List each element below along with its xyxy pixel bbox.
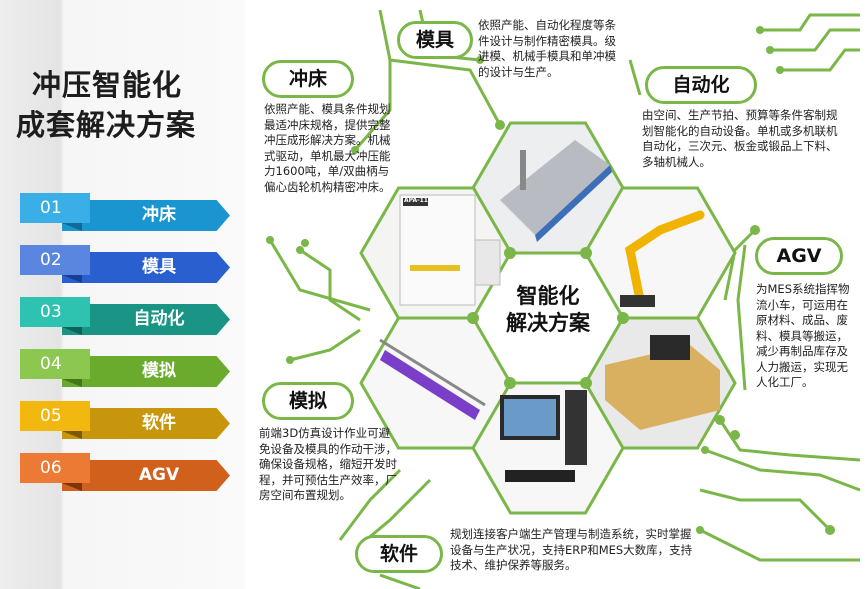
menu-fold (62, 223, 82, 231)
menu-fold (62, 275, 82, 283)
press-heading: 冲床 (262, 60, 354, 98)
agv-illustration (605, 335, 720, 430)
mold-heading: 模具 (397, 21, 473, 59)
menu-fold (62, 483, 82, 491)
mold-illustration (500, 140, 612, 242)
simulation-illustration (379, 338, 486, 420)
menu-number: 01 (20, 193, 90, 223)
menu-number: 05 (20, 401, 90, 431)
center-label: 智能化 解决方案 (488, 283, 608, 337)
center-label-line1: 智能化 (516, 284, 580, 308)
press-description: 依照产能、模具条件规划最适冲床规格，提供完整冲压成形解决方案。机械式驱动，单机最… (264, 102, 391, 194)
menu-number: 06 (20, 453, 90, 483)
automation-description: 由空间、生产节拍、预算等条件客制规划智能化的自动设备。单机或多机联机自动化，三次… (642, 108, 838, 169)
center-label-line2: 解决方案 (506, 311, 590, 335)
menu-number: 02 (20, 245, 90, 275)
menu-item-software[interactable]: 05 软件 (20, 401, 230, 439)
menu-number: 04 (20, 349, 90, 379)
menu-label: 冲床 (62, 200, 230, 231)
software-heading: 软件 (355, 535, 443, 573)
menu-fold (62, 327, 82, 335)
agv-heading: AGV (755, 237, 843, 275)
simulation-description: 前端3D仿真设计作业可避免设备及模具的作动干涉，确保设备规格，缩短开发时程，并可… (259, 426, 397, 502)
menu-number: 03 (20, 297, 90, 327)
menu-fold (62, 379, 82, 387)
mold-description: 依照产能、自动化程度等条件设计与制作精密模具。级进模、机械手模具和单冲模的设计与… (478, 18, 616, 79)
press-machine-label: APA-110 (404, 197, 433, 204)
computer-illustration (500, 390, 587, 482)
menu-item-automation[interactable]: 03 自动化 (20, 297, 230, 335)
menu-fold (62, 431, 82, 439)
menu-item-simulation[interactable]: 04 模拟 (20, 349, 230, 387)
menu-label: AGV (62, 460, 230, 491)
menu-label: 模具 (62, 252, 230, 283)
menu-label: 自动化 (62, 304, 230, 335)
agv-description: 为MES系统指挥物流小车，可运用在原材料、成品、废料、模具等搬运，减少再制品库存… (756, 282, 850, 389)
automation-heading: 自动化 (645, 66, 757, 104)
menu-item-press[interactable]: 01 冲床 (20, 193, 230, 231)
menu-label: 软件 (62, 408, 230, 439)
main-title-line2: 成套解决方案 (16, 108, 197, 142)
menu-label: 模拟 (62, 356, 230, 387)
robot-illustration (624, 210, 705, 305)
press-illustration (399, 194, 501, 306)
software-description: 规划连接客户端生产管理与制造系统，实时掌握设备与生产状况，支持ERP和MES大数… (450, 527, 693, 572)
main-title-line1: 冲压智能化 (32, 68, 183, 102)
simulation-heading: 模拟 (262, 382, 354, 420)
menu-item-mold[interactable]: 02 模具 (20, 245, 230, 283)
menu-item-agv[interactable]: 06 AGV (20, 453, 230, 491)
